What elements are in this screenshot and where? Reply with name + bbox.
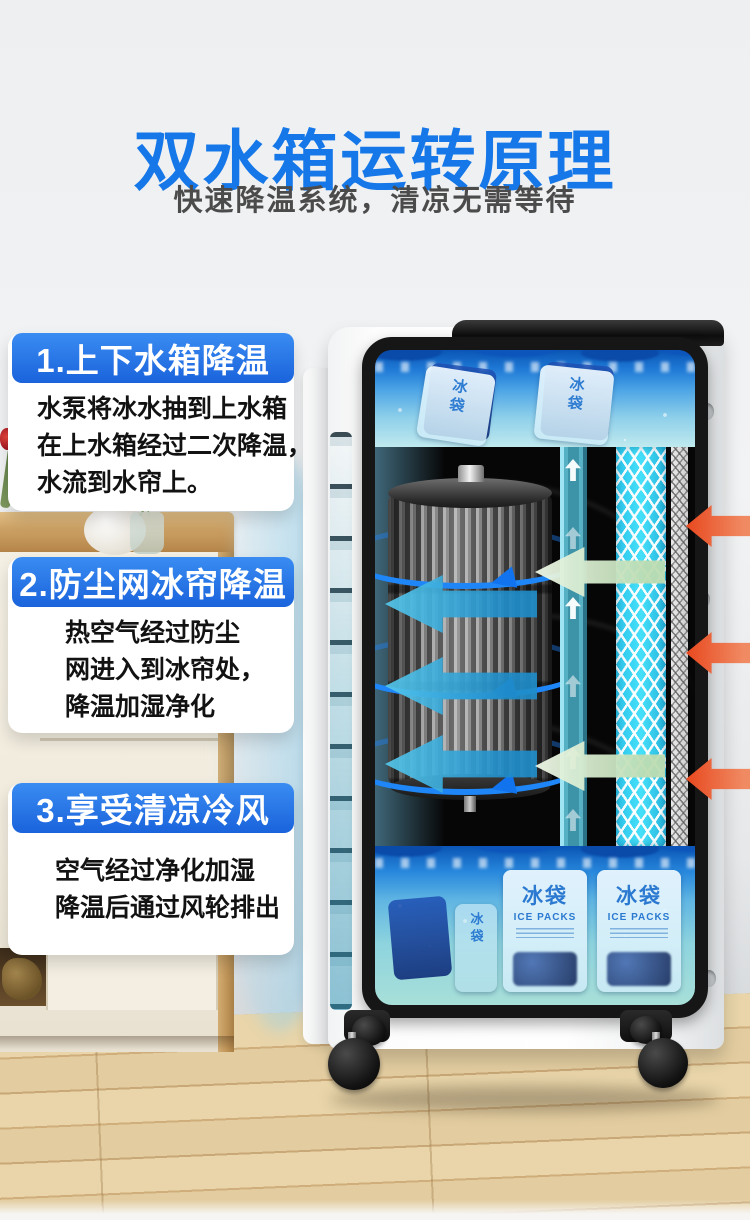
water-foam xyxy=(375,362,695,372)
ice-pack-label: 冰袋 xyxy=(564,375,586,415)
ice-curtain-mesh xyxy=(616,447,666,846)
ice-pack: 冰袋 xyxy=(415,364,497,447)
cutaway-inner: 冰袋 冰袋 xyxy=(375,350,695,1005)
water-up-arrow-icon xyxy=(565,809,581,831)
step-2-heading: 2.防尘网冰帘降温 xyxy=(12,557,294,607)
step-card-2: 2.防尘网冰帘降温 热空气经过防尘 网进入到冰帘处， 降温加湿净化 xyxy=(8,557,294,733)
ice-pack: 冰袋 xyxy=(455,904,497,992)
step-card-3: 3.享受清凉冷风 空气经过净化加湿 降温后通过风轮排出 xyxy=(8,783,294,955)
ice-pack-label: 冰袋 xyxy=(446,377,469,418)
caster-stem xyxy=(652,1032,660,1042)
step-line: 热空气经过防尘 xyxy=(65,619,241,647)
page-title: 双水箱运转原理 xyxy=(133,124,617,199)
step-2-body: 热空气经过防尘 网进入到冰帘处， 降温加湿净化 xyxy=(8,615,351,726)
bottom-fade xyxy=(0,1200,750,1220)
dried-decor-item xyxy=(2,958,42,1000)
step-card-1: 1.上下水箱降温 水泵将冰水抽到上水箱 在上水箱经过二次降温， 水流到水帘上。 xyxy=(8,333,312,511)
fan-pin xyxy=(464,796,476,812)
fan-shaft xyxy=(458,465,484,482)
fan-chamber xyxy=(375,447,695,846)
water-up-arrow-icon xyxy=(565,527,581,549)
ice-pack-fine-print xyxy=(609,928,669,938)
step-3-heading: 3.享受清凉冷风 xyxy=(12,783,294,833)
cutaway-panel: 冰袋 冰袋 xyxy=(362,337,708,1018)
front-caster-wheel xyxy=(328,1038,380,1090)
step-1-body: 水泵将冰水抽到上水箱 在上水箱经过二次降温， 水流到水帘上。 xyxy=(8,391,323,502)
step-line: 水流到水帘上。 xyxy=(37,469,213,497)
fan-drum-ribs xyxy=(388,492,552,786)
step-line: 在上水箱经过二次降温， xyxy=(37,432,313,460)
lower-water-tank: 冰袋 冰袋 ICE PACKS 冰袋 ICE PACKS xyxy=(375,846,695,1005)
ice-pack: 冰袋 xyxy=(533,364,615,446)
ice-pack-label-en: ICE PACKS xyxy=(513,912,577,923)
fan-drum xyxy=(388,465,552,812)
fan-drum-top xyxy=(388,478,552,508)
ice-cubes xyxy=(513,952,577,986)
dust-filter-mesh xyxy=(671,447,688,846)
water-up-arrow-icon xyxy=(565,459,581,481)
step-line: 水泵将冰水抽到上水箱 xyxy=(37,395,288,423)
step-line: 网进入到冰帘处， xyxy=(65,656,266,684)
cabinet-shadow xyxy=(0,1036,234,1050)
step-3-body: 空气经过净化加湿 降温后通过风轮排出 xyxy=(8,841,341,927)
side-louver-vents xyxy=(330,432,352,1010)
step-1-heading: 1.上下水箱降温 xyxy=(12,333,294,383)
ice-pack-label-en: ICE PACKS xyxy=(607,912,671,923)
ice-pack-fine-print xyxy=(515,928,575,938)
water-foam xyxy=(375,858,695,868)
cabinet-drawer-line xyxy=(40,738,218,741)
ice-pack-submerged xyxy=(387,895,453,981)
page-subtitle: 快速降温系统，清凉无需等待 xyxy=(173,185,577,217)
step-line: 降温加湿净化 xyxy=(65,693,216,721)
caster-stem xyxy=(348,1032,356,1042)
water-up-arrow-icon xyxy=(565,675,581,697)
step-line: 空气经过净化加湿 xyxy=(55,857,256,885)
ice-pack-label-cn: 冰袋 xyxy=(616,885,662,908)
upper-water-tank: 冰袋 冰袋 xyxy=(375,350,695,447)
ice-pack: 冰袋 ICE PACKS xyxy=(503,870,587,992)
unit-floor-shadow xyxy=(330,1086,720,1112)
ice-cubes xyxy=(607,952,671,986)
step-line: 降温后通过风轮排出 xyxy=(55,894,281,922)
cabinet-drawer-panel xyxy=(46,952,218,1010)
ice-pack-label: 冰袋 xyxy=(468,912,484,946)
ice-pack: 冰袋 ICE PACKS xyxy=(597,870,681,992)
water-up-arrow-icon xyxy=(565,597,581,619)
front-caster-wheel xyxy=(638,1038,688,1088)
ice-pack-label-cn: 冰袋 xyxy=(522,885,568,908)
glass-vase xyxy=(130,512,164,554)
